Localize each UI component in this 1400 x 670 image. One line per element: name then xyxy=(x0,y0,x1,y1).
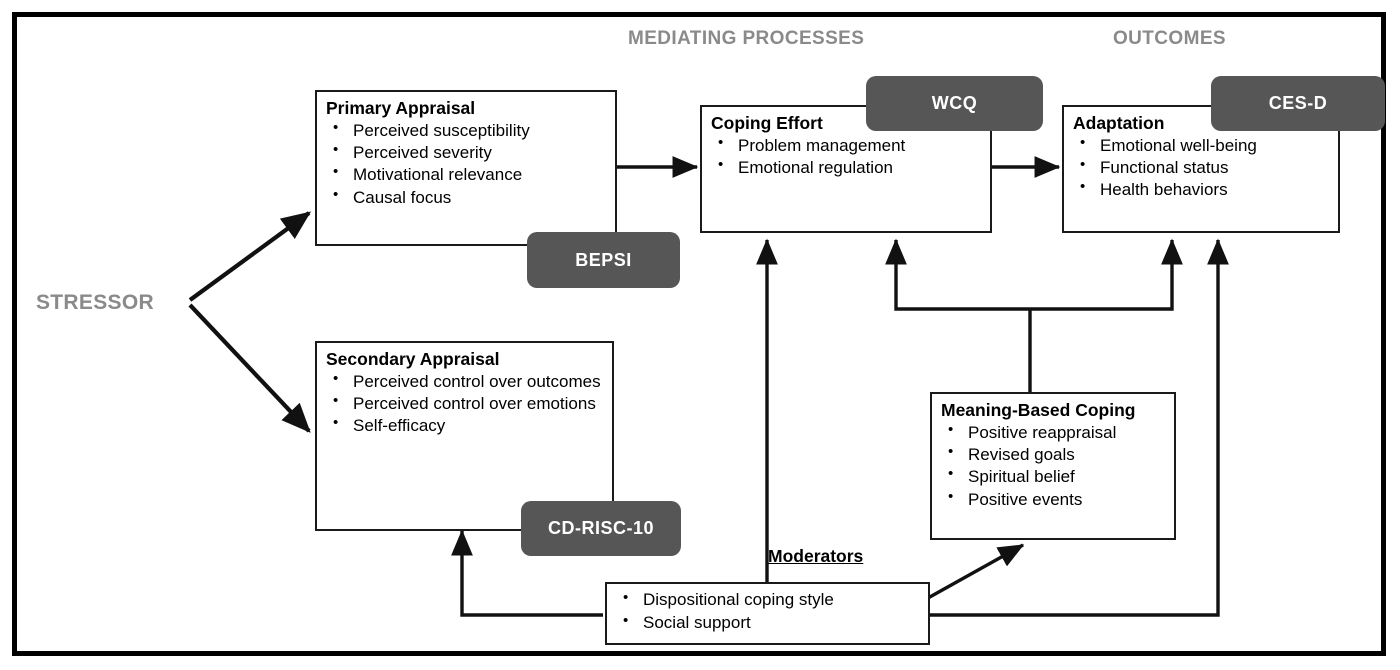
list-item: Emotional regulation xyxy=(716,156,984,178)
section-header-mediating-processes: MEDIATING PROCESSES xyxy=(628,28,865,49)
badge-cd-risc-10[interactable]: CD-RISC-10 xyxy=(521,501,681,556)
secondary-appraisal-title: Secondary Appraisal xyxy=(326,349,500,369)
badge-bepsi[interactable]: BEPSI xyxy=(527,232,680,288)
box-secondary-appraisal[interactable]: Secondary Appraisal Perceived control ov… xyxy=(315,341,614,531)
list-item: Health behaviors xyxy=(1078,178,1332,200)
list-item: Perceived control over outcomes xyxy=(331,370,606,392)
badge-ces-d[interactable]: CES-D xyxy=(1211,76,1385,131)
list-item: Perceived severity xyxy=(331,141,609,163)
list-item: Dispositional coping style xyxy=(621,588,922,611)
list-item: Self-efficacy xyxy=(331,414,606,436)
list-item: Spiritual belief xyxy=(946,465,1168,487)
primary-appraisal-title: Primary Appraisal xyxy=(326,98,476,118)
list-item: Perceived control over emotions xyxy=(331,392,606,414)
list-item: Positive reappraisal xyxy=(946,421,1168,443)
adaptation-title: Adaptation xyxy=(1073,113,1165,133)
list-item: Motivational relevance xyxy=(331,163,609,185)
coping-effort-title: Coping Effort xyxy=(711,113,823,133)
section-header-outcomes: OUTCOMES xyxy=(1113,28,1226,49)
box-moderators[interactable]: Dispositional coping style Social suppor… xyxy=(605,582,930,645)
box-primary-appraisal[interactable]: Primary Appraisal Perceived susceptibili… xyxy=(315,90,617,246)
meaning-based-coping-title: Meaning-Based Coping xyxy=(941,400,1136,420)
list-item: Causal focus xyxy=(331,186,609,208)
stressor-label: STRESSOR xyxy=(36,291,154,314)
list-item: Emotional well-being xyxy=(1078,134,1332,156)
primary-appraisal-list: Perceived susceptibility Perceived sever… xyxy=(317,119,615,209)
box-meaning-based-coping[interactable]: Meaning-Based Coping Positive reappraisa… xyxy=(930,392,1176,540)
moderators-list: Dispositional coping style Social suppor… xyxy=(607,584,928,634)
coping-effort-list: Problem management Emotional regulation xyxy=(702,134,990,179)
meaning-based-coping-list: Positive reappraisal Revised goals Spiri… xyxy=(932,421,1174,511)
list-item: Social support xyxy=(621,611,922,634)
list-item: Revised goals xyxy=(946,443,1168,465)
badge-wcq[interactable]: WCQ xyxy=(866,76,1043,131)
adaptation-list: Emotional well-being Functional status H… xyxy=(1064,134,1338,201)
list-item: Perceived susceptibility xyxy=(331,119,609,141)
list-item: Positive events xyxy=(946,488,1168,510)
secondary-appraisal-list: Perceived control over outcomes Perceive… xyxy=(317,370,612,437)
list-item: Functional status xyxy=(1078,156,1332,178)
moderators-label: Moderators xyxy=(768,546,864,566)
list-item: Problem management xyxy=(716,134,984,156)
